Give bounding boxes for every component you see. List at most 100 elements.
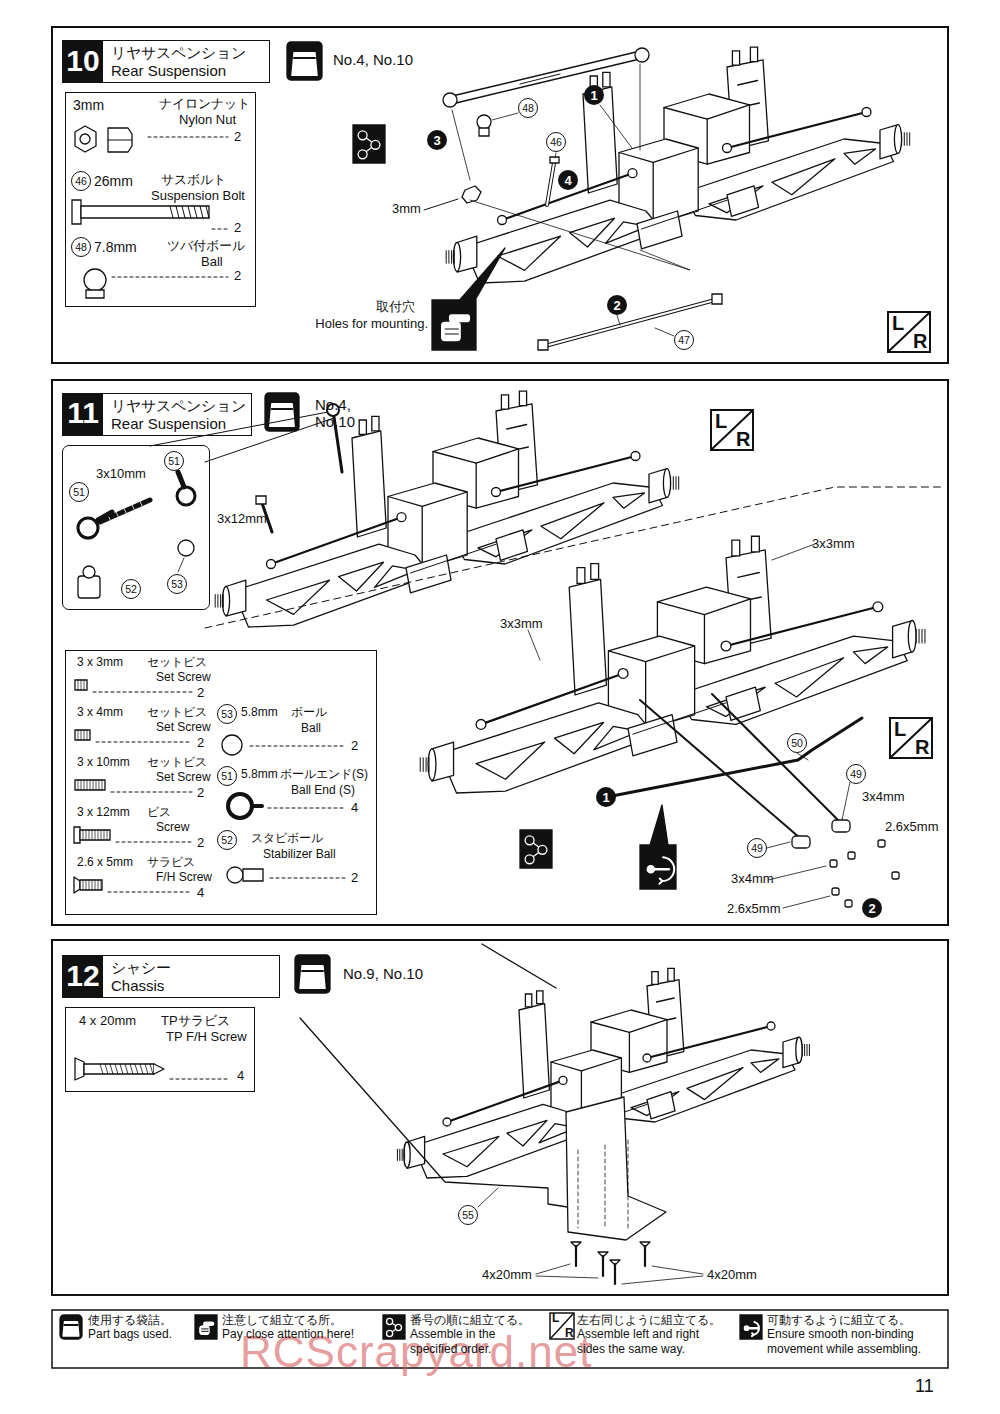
movement-icon — [640, 845, 676, 889]
movement-icon — [754, 1322, 759, 1335]
chassis-drawing — [411, 544, 497, 573]
parts-drawing — [87, 730, 88, 740]
chassis-drawing — [738, 573, 760, 578]
chassis-drawing — [751, 536, 759, 552]
parts-drawing — [125, 1064, 128, 1074]
legend-text: 可動するように組立てる。 Ensure smooth non-binding m… — [767, 1313, 932, 1356]
chassis-drawing — [663, 469, 670, 498]
parts-drawing — [74, 827, 80, 843]
leader-line — [470, 200, 690, 270]
chassis-drawing — [519, 1004, 549, 1098]
assembly-order-icon — [353, 125, 385, 163]
part-name: TP F/H Screw — [166, 1030, 247, 1045]
chassis-drawing — [399, 1149, 400, 1160]
step10-parts — [424, 48, 722, 350]
parts-drawing — [78, 680, 79, 690]
chassis-drawing — [569, 579, 606, 695]
dimension: 3x3mm — [500, 617, 543, 632]
legend-text: 使用する袋詰。 Part bags used. — [88, 1313, 188, 1342]
page-number: 11 — [915, 1376, 934, 1397]
movement-icon — [747, 1327, 758, 1330]
chassis-drawing — [397, 1149, 398, 1160]
leader-line — [270, 878, 345, 879]
callout-number: 53 — [217, 704, 237, 724]
legend-text: 左右同じように組立てる。 Assemble left and right sid… — [577, 1313, 727, 1356]
chassis-drawing — [873, 602, 883, 612]
callout-number: 46 — [546, 132, 566, 152]
separator-line — [205, 487, 945, 628]
chassis-drawing — [633, 703, 726, 734]
step11-parts — [712, 694, 840, 822]
chassis-drawing — [591, 1020, 667, 1033]
parts-drawing — [86, 290, 104, 298]
parts-drawing — [120, 1064, 123, 1074]
parts-drawing — [252, 804, 262, 808]
chassis-drawing — [653, 162, 654, 224]
quantity: 2 — [351, 871, 358, 886]
leader-line — [783, 896, 830, 908]
chassis-drawing — [916, 629, 917, 643]
chassis-drawing — [433, 449, 519, 463]
attention-icon — [200, 1326, 209, 1335]
movement-icon — [651, 868, 669, 871]
movement-icon — [640, 845, 676, 889]
parts-drawing — [84, 269, 106, 291]
parts-list: 3 x 3mmセットビスSet Screw23 x 4mmセットビスSet Sc… — [65, 650, 377, 915]
part-size: 3 x 4mm — [77, 706, 123, 720]
chassis-drawing — [809, 1044, 810, 1055]
movement-icon — [752, 1333, 754, 1336]
chassis-drawing — [924, 629, 925, 643]
callout-number: 53 — [167, 574, 187, 594]
parts-drawing — [75, 126, 96, 152]
chassis-drawing — [359, 420, 366, 434]
chassis-drawing — [732, 51, 739, 65]
attention-icon — [204, 1322, 214, 1325]
part-size: 26mm — [94, 173, 133, 189]
step-header: 11リヤサスペンションRear Suspension — [62, 393, 252, 436]
legend-text: 注意して組立てる所。 Pay close attention here! — [222, 1313, 358, 1342]
part-name: Ball — [201, 255, 223, 270]
leader-line — [767, 842, 790, 848]
attention-icon — [195, 1315, 217, 1339]
chassis-drawing — [647, 1092, 675, 1119]
part-size: 7.8mm — [94, 239, 137, 255]
chassis-drawing — [657, 998, 675, 1002]
part-name: Screw — [156, 821, 189, 835]
step11-parts — [178, 540, 194, 556]
chassis-drawing — [507, 425, 527, 430]
leader-line — [268, 808, 345, 809]
chassis-drawing — [802, 1044, 803, 1055]
part-bag-icon — [64, 1324, 77, 1326]
step12-parts — [300, 944, 703, 1284]
chassis-drawing — [750, 47, 757, 61]
chassis-drawing — [428, 749, 436, 780]
parts-drawing — [228, 794, 252, 818]
leader-line — [250, 746, 345, 747]
chassis-drawing — [525, 994, 531, 1007]
leader-line — [797, 753, 808, 760]
assembly-order-icon — [525, 836, 534, 845]
parts-drawing — [188, 206, 191, 218]
quantity: 2 — [197, 736, 204, 751]
parts-drawing — [75, 1058, 84, 1080]
dimension: 4x20mm — [707, 1268, 757, 1283]
parts-drawing — [100, 1064, 103, 1074]
leader-line — [93, 692, 192, 693]
step-number: 12 — [63, 956, 103, 997]
step10-parts — [479, 128, 489, 136]
chassis-drawing — [404, 1149, 405, 1160]
leader-line — [148, 137, 228, 138]
part-name: セットビス — [147, 706, 207, 720]
parts-drawing — [227, 867, 243, 883]
attention-icon — [202, 1331, 209, 1332]
leader-line — [655, 328, 674, 336]
step12-parts — [575, 1246, 577, 1266]
callout-number: 55 — [458, 1205, 478, 1225]
chassis-drawing — [657, 599, 750, 615]
assembly-order-icon — [358, 150, 367, 159]
step11-parts — [256, 496, 266, 504]
chassis-drawing — [476, 463, 477, 508]
step11-parts — [792, 836, 810, 848]
parts-drawing — [75, 780, 105, 790]
